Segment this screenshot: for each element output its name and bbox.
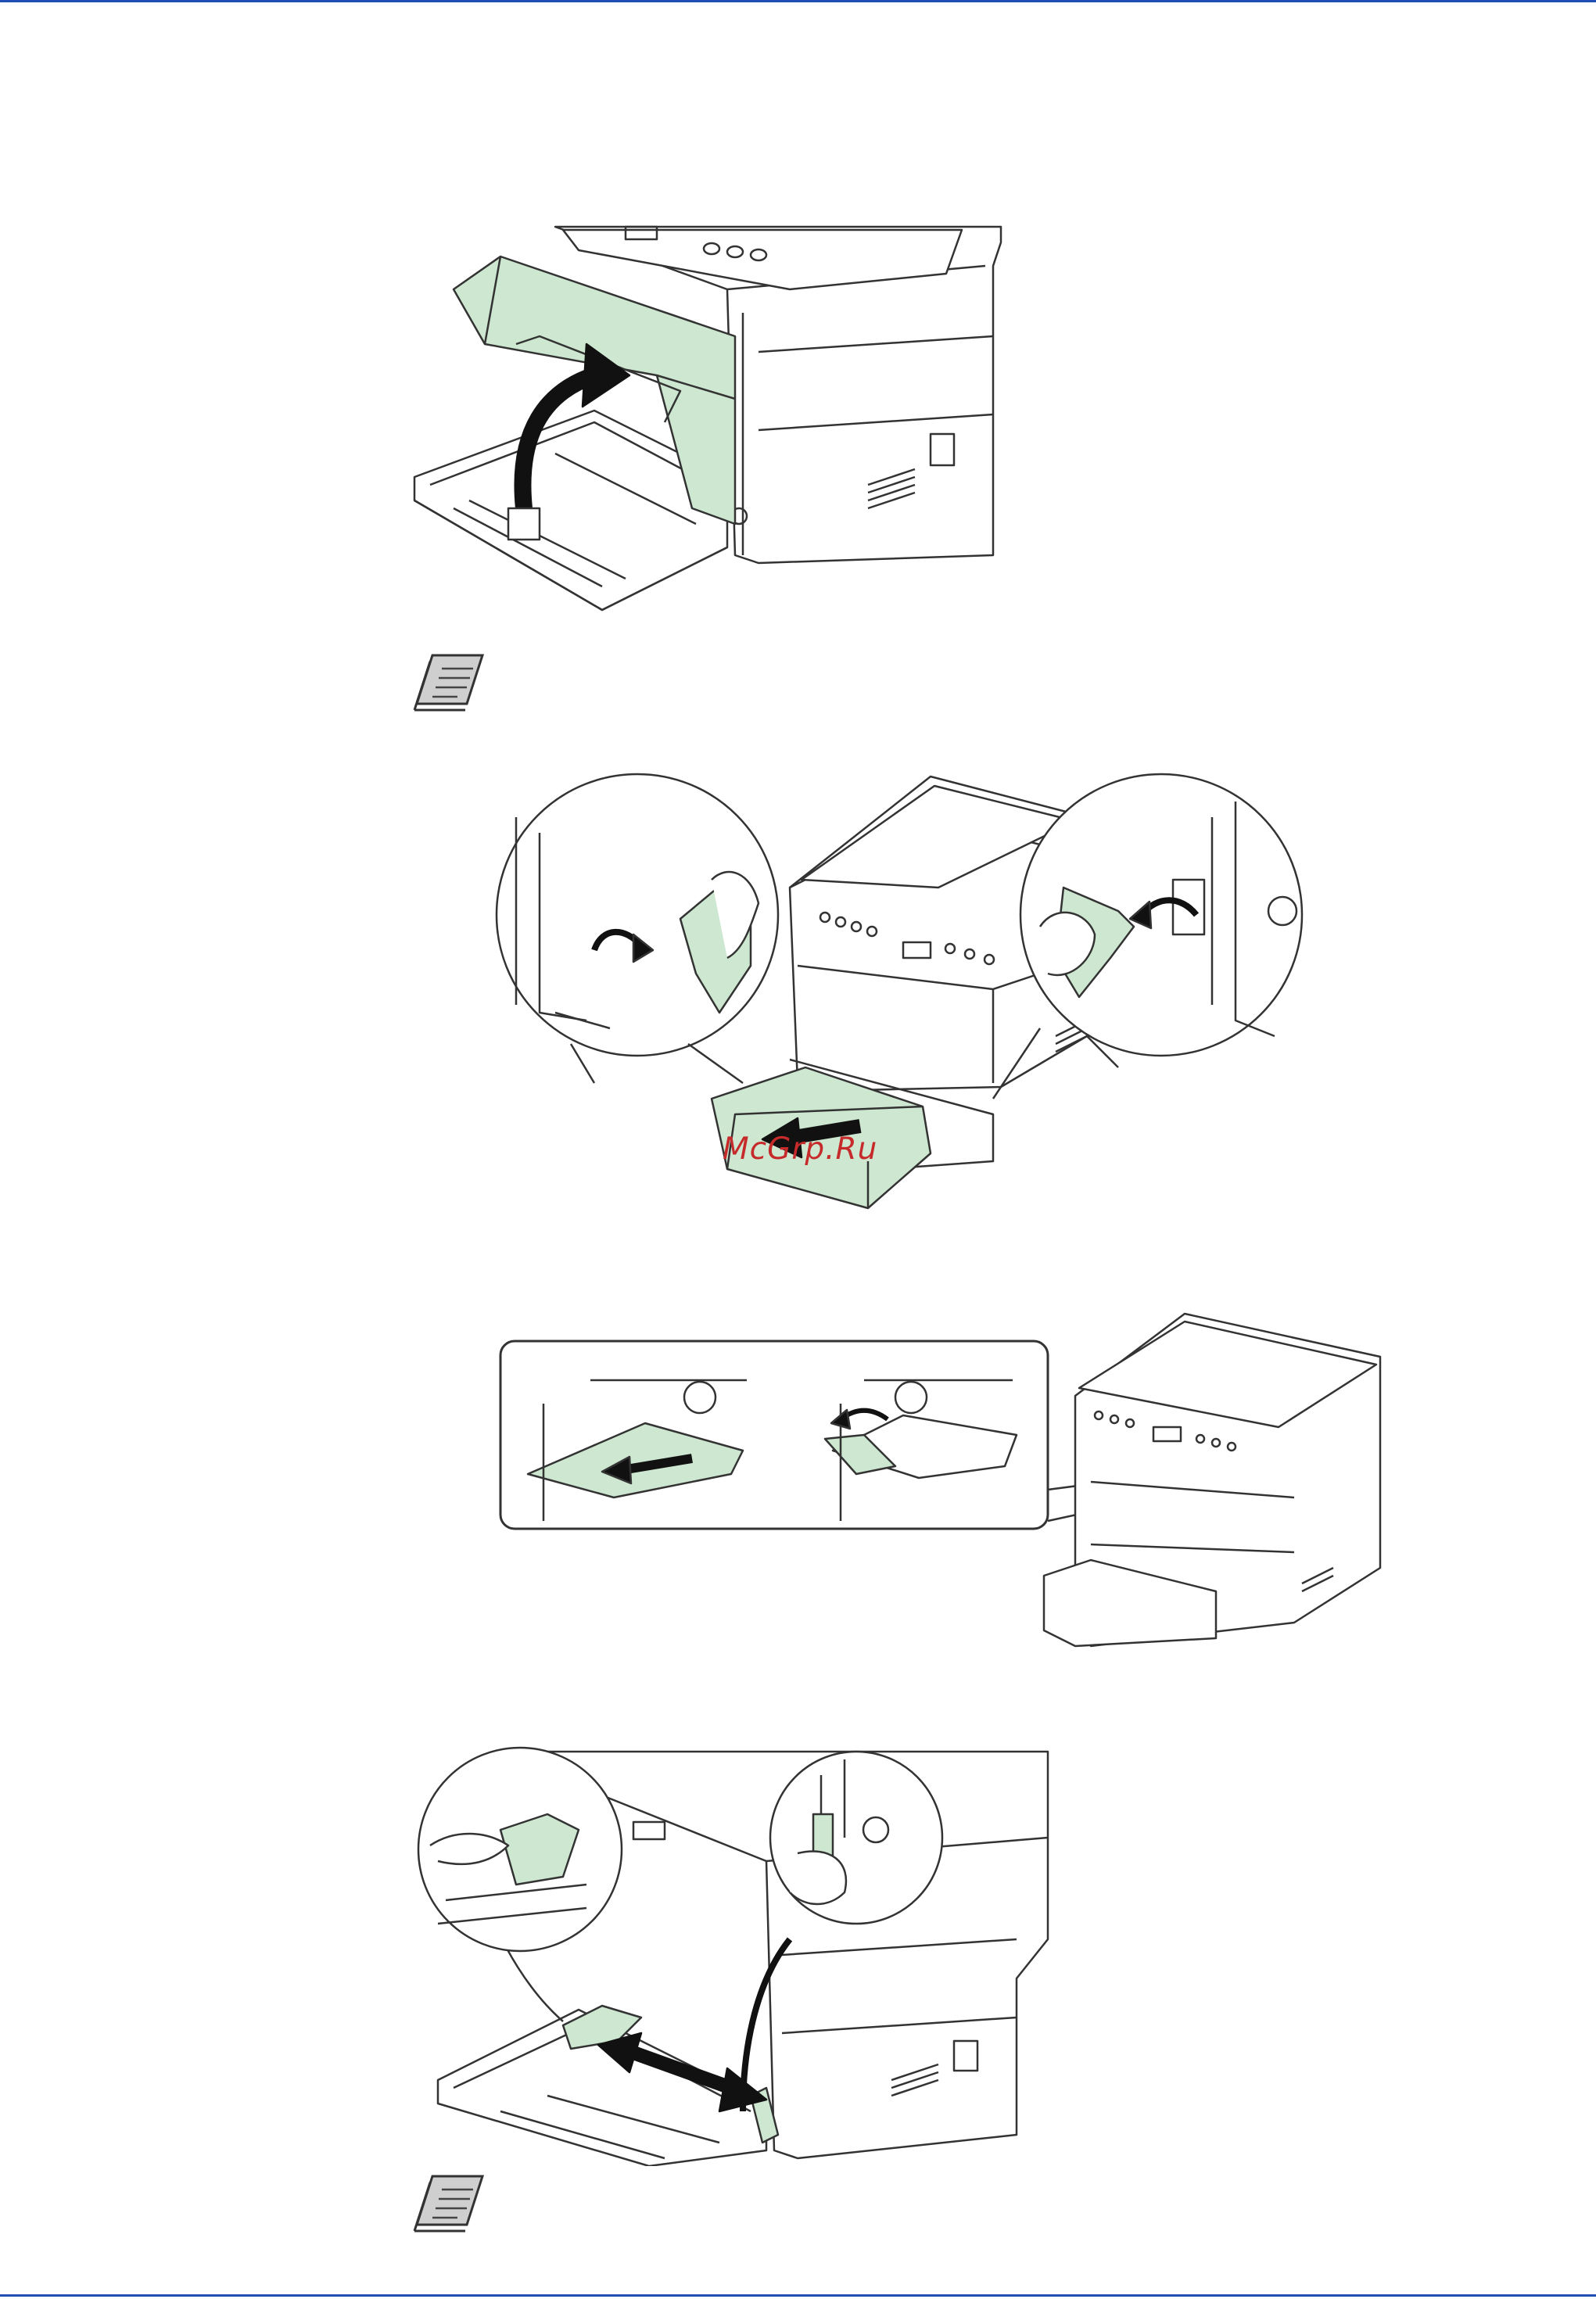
figure-adjust-paper-guides	[407, 1744, 1056, 2166]
figure-open-tray-cover	[399, 219, 1024, 626]
figure-remove-tray-cover	[493, 770, 1322, 1255]
figure-extend-paper-stopper	[497, 1310, 1388, 1654]
bottom-rule	[0, 2294, 1596, 2297]
watermark-text: McGrp.Ru	[723, 1132, 877, 1167]
top-rule	[0, 0, 1596, 2]
note-icon	[411, 649, 489, 715]
note-icon	[411, 2170, 489, 2236]
